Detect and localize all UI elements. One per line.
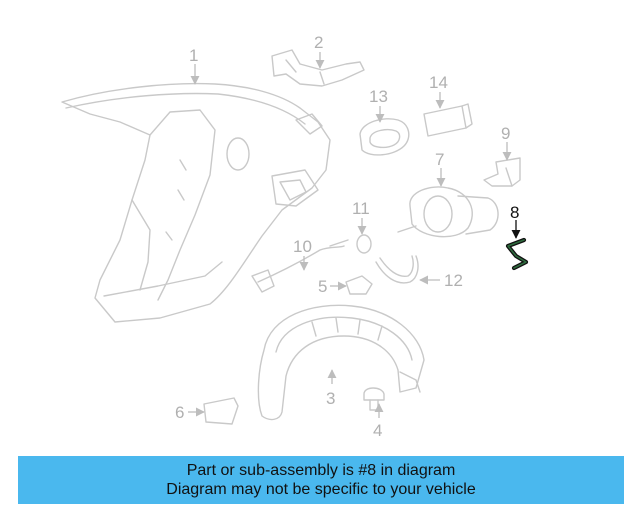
callout-11: 11 [352,199,370,218]
clip-part-8-highlighted[interactable] [505,237,529,271]
banner-line-1: Part or sub-assembly is #8 in diagram [186,462,456,479]
callout-7: 7 [435,150,444,169]
parts-diagram: 1 2 13 14 9 7 11 10 12 5 3 4 6 8 [61,33,529,440]
callout-labels: 1 2 13 14 9 7 11 10 12 5 3 4 6 8 [175,33,519,440]
callout-9: 9 [501,124,510,143]
clip-part-6[interactable] [203,397,239,425]
info-banner: Part or sub-assembly is #8 in diagram Di… [18,456,624,504]
callout-5: 5 [318,277,327,296]
leader-lines [188,52,521,418]
callout-12: 12 [444,271,463,290]
gasket-part-13[interactable] [359,118,410,156]
callout-8-highlighted: 8 [510,203,519,222]
cable-part-10[interactable] [251,239,349,293]
bracket-part-9[interactable] [483,157,521,187]
tube-part-12[interactable] [375,255,419,284]
callout-10: 10 [293,237,312,256]
quarter-panel-part-1[interactable] [61,82,331,323]
callout-14: 14 [429,73,448,92]
callout-13: 13 [369,87,388,106]
cap-part-11[interactable] [356,234,372,254]
callout-6: 6 [175,403,184,422]
callout-3: 3 [326,389,335,408]
fastener-part-4[interactable] [363,387,385,411]
bracket-part-2[interactable] [271,49,365,87]
wheel-liner-part-3[interactable] [257,304,425,421]
pad-part-14[interactable] [423,103,473,137]
callout-1: 1 [189,46,198,65]
banner-line-2: Diagram may not be specific to your vehi… [166,481,476,498]
fuel-door-part-7[interactable] [397,186,499,238]
clip-part-5[interactable] [345,275,373,295]
callout-2: 2 [314,33,323,52]
callout-4: 4 [373,421,382,440]
